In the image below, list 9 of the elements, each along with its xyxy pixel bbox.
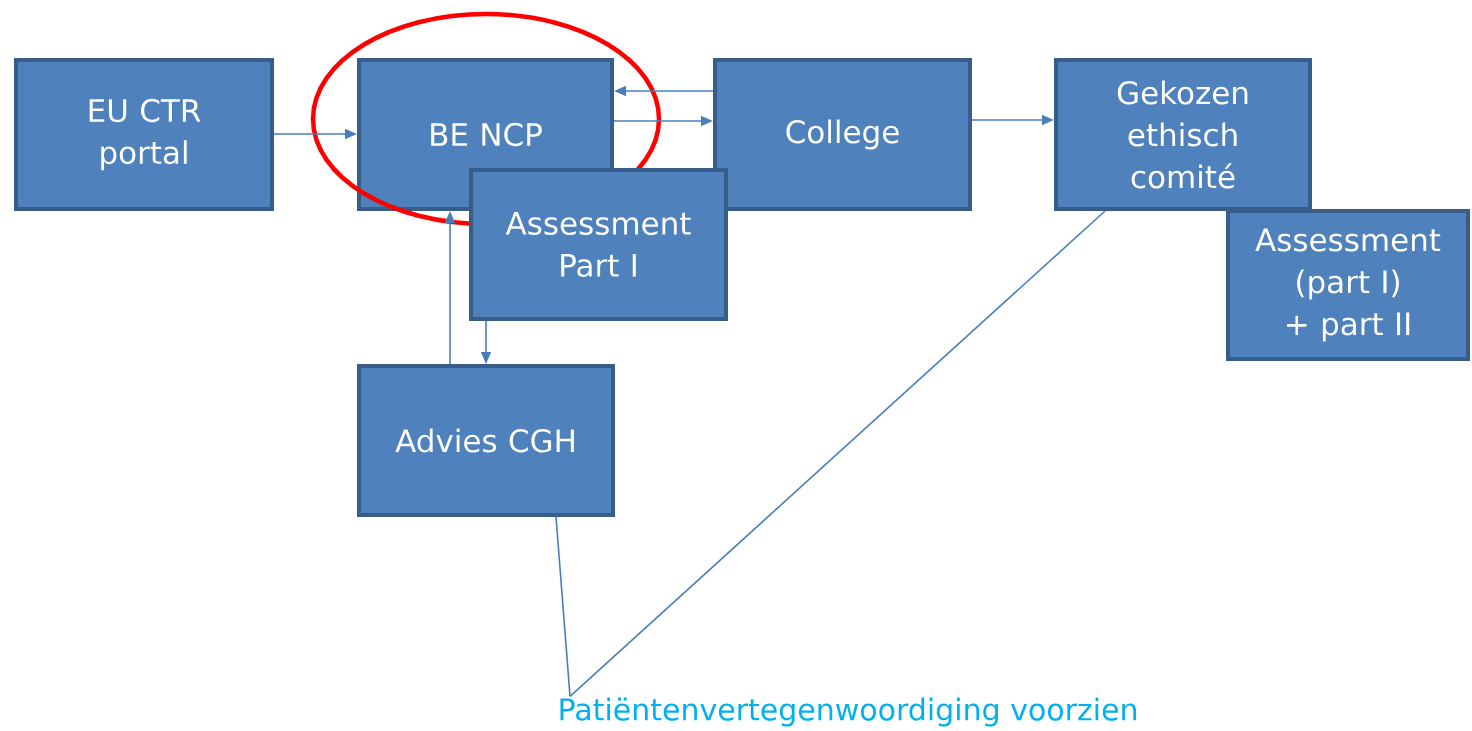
process-box: College [713, 58, 972, 211]
note-text: Patiëntenvertegenwoordiging voorzien [560, 697, 1136, 727]
process-box: EU CTR portal [14, 58, 274, 211]
process-box: Assessment (part I) + part II [1226, 209, 1470, 361]
process-box: Assessment Part I [469, 168, 728, 321]
leader-line [569, 210, 1106, 698]
process-box: Advies CGH [357, 364, 615, 517]
leader-line [555, 516, 571, 698]
process-box: Gekozen ethisch comité [1054, 58, 1312, 211]
